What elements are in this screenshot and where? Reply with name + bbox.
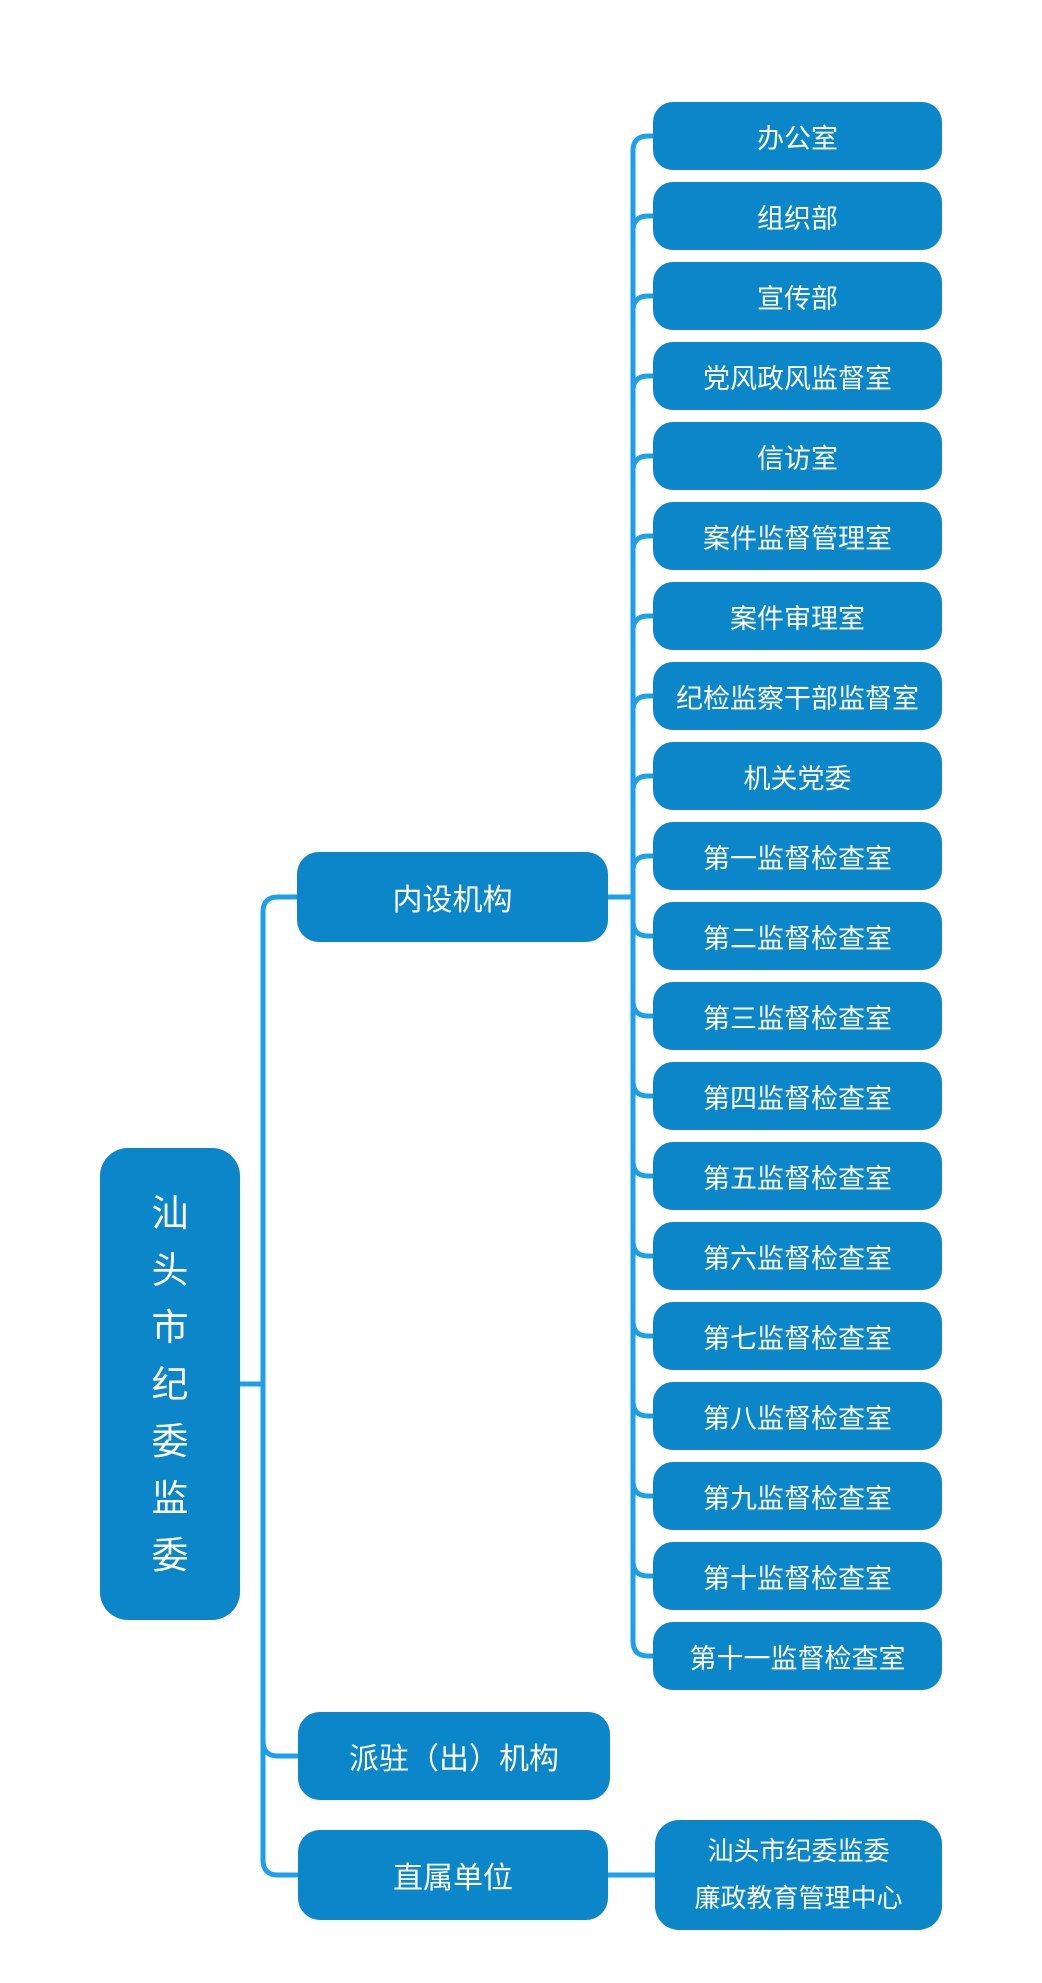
leaf-node-17-label: 第九监督检查室: [703, 1483, 892, 1514]
branch-node-2-label: 直属单位: [393, 1862, 513, 1895]
leaf-node-18: 第十监督检查室: [653, 1542, 942, 1610]
leaf-node-4: 信访室: [653, 422, 942, 490]
leaf-node-18-label: 第十监督检查室: [703, 1563, 892, 1594]
branch-node-0: 内设机构: [297, 852, 608, 942]
leaf-node-12-label: 第四监督检查室: [703, 1083, 892, 1114]
direct-unit-leaf-node: 汕头市纪委监委 廉政教育管理中心: [655, 1820, 942, 1930]
branch-node-2: 直属单位: [298, 1830, 608, 1920]
connector-hook-leaf-11: [630, 998, 656, 1019]
connector-hook-leaf-5: [630, 533, 656, 554]
leaf-node-15: 第七监督检查室: [653, 1302, 942, 1370]
leaf-node-8: 机关党委: [653, 742, 942, 810]
connector-hook-leaf-18: [630, 1558, 656, 1579]
leaf-node-2: 宣传部: [653, 262, 942, 330]
connector-hook-leaf-13: [630, 1158, 656, 1179]
leaf-node-7: 纪检监察干部监督室: [653, 662, 942, 730]
leaf-node-2-label: 宣传部: [757, 283, 838, 314]
leaf-node-11-label: 第三监督检查室: [703, 1003, 892, 1034]
connector-hook-leaf-8: [630, 773, 656, 794]
branch-node-0-label: 内设机构: [392, 884, 513, 917]
leaf-node-14: 第六监督检查室: [653, 1222, 942, 1290]
connector-hook-leaf-14: [630, 1238, 656, 1259]
connector-hook-leaf-17: [630, 1478, 656, 1499]
leaf-node-11: 第三监督检查室: [653, 982, 942, 1050]
connector-hook-leaf-1: [630, 213, 656, 234]
leaf-node-7-label: 纪检监察干部监督室: [676, 683, 919, 714]
connector-hook-leaf-15: [630, 1318, 656, 1339]
leaf-node-19: 第十一监督检查室: [653, 1622, 942, 1690]
connector-hook-leaf-6: [630, 613, 656, 634]
leaf-node-19-label: 第十一监督检查室: [689, 1643, 906, 1674]
leaf-node-10: 第二监督检查室: [653, 902, 942, 970]
connector-trunk-leaves: [630, 133, 656, 1659]
root-node-label: 汕 头 市 纪 委 监 委: [151, 1192, 189, 1576]
leaf-node-8-label: 机关党委: [743, 763, 852, 794]
leaf-node-0: 办公室: [653, 102, 942, 170]
leaf-node-13-label: 第五监督检查室: [703, 1163, 892, 1194]
connector-hook-leaf-9: [630, 853, 656, 874]
leaf-node-5-label: 案件监督管理室: [703, 523, 892, 554]
leaf-node-0-label: 办公室: [757, 123, 838, 154]
leaf-node-4-label: 信访室: [757, 443, 838, 474]
root-node: 汕 头 市 纪 委 监 委: [100, 1148, 240, 1620]
leaf-node-1: 组织部: [653, 182, 942, 250]
leaf-node-5: 案件监督管理室: [653, 502, 942, 570]
leaf-node-10-label: 第二监督检查室: [703, 923, 892, 954]
connector-hook-leaf-16: [630, 1398, 656, 1419]
leaf-node-17: 第九监督检查室: [653, 1462, 942, 1530]
leaf-node-1-label: 组织部: [757, 203, 838, 234]
connector-hook-branch-1: [260, 1738, 300, 1759]
leaf-node-16: 第八监督检查室: [653, 1382, 942, 1450]
connector-hook-leaf-7: [630, 693, 656, 714]
leaf-node-3-label: 党风政风监督室: [703, 363, 892, 394]
leaf-node-12: 第四监督检查室: [653, 1062, 942, 1130]
connector-hook-leaf-3: [630, 373, 656, 394]
branch-node-1-label: 派驻（出）机构: [349, 1743, 559, 1776]
leaf-node-6: 案件审理室: [653, 582, 942, 650]
connector-hook-leaf-2: [630, 293, 656, 314]
leaf-node-14-label: 第六监督检查室: [703, 1243, 892, 1274]
branch-node-1: 派驻（出）机构: [298, 1712, 610, 1800]
direct-unit-leaf-node-label: 汕头市纪委监委 廉政教育管理中心: [694, 1836, 903, 1913]
leaf-node-9: 第一监督检查室: [653, 822, 942, 890]
leaf-node-16-label: 第八监督检查室: [703, 1403, 892, 1434]
connector-hook-leaf-4: [630, 453, 656, 474]
leaf-node-6-label: 案件审理室: [730, 603, 865, 634]
leaf-node-9-label: 第一监督检查室: [703, 843, 892, 874]
connector-hook-leaf-12: [630, 1078, 656, 1099]
leaf-node-3: 党风政风监督室: [653, 342, 942, 410]
connector-hook-leaf-10: [630, 918, 656, 939]
leaf-node-13: 第五监督检查室: [653, 1142, 942, 1210]
connector-trunk-root: [260, 894, 300, 1878]
leaf-node-15-label: 第七监督检查室: [703, 1323, 892, 1354]
